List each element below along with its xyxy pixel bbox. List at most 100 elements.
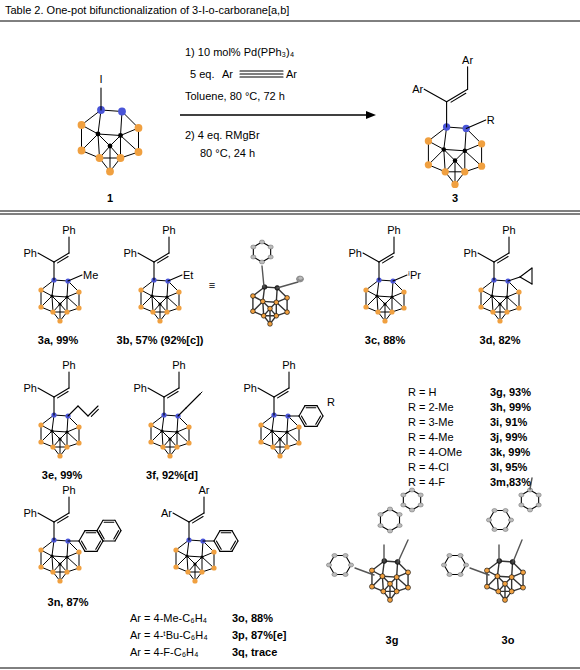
text-label: Ph xyxy=(62,484,75,497)
ortep-bond xyxy=(262,266,264,287)
cage-atom xyxy=(453,158,457,162)
cage-atom xyxy=(270,444,275,449)
text-label: R = 4-Me xyxy=(408,431,454,444)
cage-atom xyxy=(186,440,191,445)
ring-bond xyxy=(317,406,323,416)
cage-atom xyxy=(185,554,188,557)
bond-line xyxy=(240,76,283,77)
cage-atom xyxy=(148,422,153,427)
ring-bond xyxy=(216,541,221,549)
ring-bond xyxy=(231,541,236,549)
bond-line xyxy=(288,372,289,388)
ortep-atom xyxy=(397,513,402,517)
cage-atom xyxy=(157,318,162,323)
cage-atom xyxy=(274,300,279,305)
bond-line xyxy=(68,237,69,253)
cage-edge xyxy=(492,296,500,304)
ortep-atom xyxy=(409,508,414,512)
bond-line xyxy=(203,540,214,541)
cage-atom xyxy=(176,305,181,310)
text-label: ⁱPr xyxy=(408,269,421,282)
cage-atom xyxy=(285,430,288,433)
cage-edge xyxy=(152,296,167,297)
text-label: Ar xyxy=(462,54,473,67)
text-label: 3m,83% xyxy=(490,476,531,489)
ortep-atom xyxy=(259,240,264,244)
cage-atom xyxy=(150,309,155,314)
text-label: Ar xyxy=(161,507,172,520)
cage-edge xyxy=(52,431,60,439)
bond-line xyxy=(493,262,494,280)
ring-bond xyxy=(99,531,104,539)
ortep-atom xyxy=(458,553,463,557)
bond-line xyxy=(148,388,164,397)
bond-line xyxy=(68,540,79,541)
cage-edge xyxy=(444,149,455,160)
ring-bond xyxy=(86,532,96,533)
mid-rule xyxy=(0,214,580,215)
cage-atom xyxy=(503,597,508,602)
text-label: Ph xyxy=(24,247,37,260)
text-label: Ph xyxy=(62,359,75,372)
cage-atom xyxy=(498,302,501,305)
cage-atom xyxy=(284,444,289,449)
ortep-atom xyxy=(268,245,273,249)
cage-atom xyxy=(496,589,501,594)
bond-line xyxy=(158,257,169,263)
cage-atom xyxy=(390,295,393,298)
text-label: 3o xyxy=(502,634,515,647)
cage-edge xyxy=(187,556,195,564)
cage-atom xyxy=(58,562,61,565)
cage-atom xyxy=(516,289,521,294)
bond-line xyxy=(178,372,179,388)
bond-line xyxy=(478,253,494,262)
cage-atom xyxy=(251,294,256,299)
text-label: 3e, 99% xyxy=(42,469,82,482)
bond-line xyxy=(498,257,509,263)
cage-atom xyxy=(76,289,81,294)
cage-atom xyxy=(78,121,86,129)
cage-atom xyxy=(106,168,114,176)
ortep-atom xyxy=(508,518,513,522)
text-label: 3h, 99% xyxy=(490,401,531,414)
bond-line xyxy=(451,93,466,102)
cage-atom xyxy=(118,108,126,116)
cage-atom xyxy=(175,430,178,433)
cage-atom xyxy=(38,439,43,444)
cage-atom xyxy=(516,305,521,310)
bond-line xyxy=(153,262,154,280)
cage-atom xyxy=(490,294,493,297)
cage-atom xyxy=(258,439,263,444)
cage-atom xyxy=(484,568,489,573)
bond-line xyxy=(53,522,54,540)
cage-atom xyxy=(211,565,216,570)
ring-bond xyxy=(232,531,238,541)
bond-line xyxy=(189,513,204,522)
ortep-atom xyxy=(343,573,348,577)
text-label: 3q, trace xyxy=(232,646,277,659)
cage-edge xyxy=(52,296,67,297)
cage-atom xyxy=(165,295,168,298)
text-label: 3l, 95% xyxy=(490,461,527,474)
cage-atom xyxy=(138,287,143,292)
bond-line xyxy=(278,392,289,398)
cage-atom xyxy=(38,287,43,292)
cage-atom xyxy=(451,181,458,188)
bond-line xyxy=(240,73,283,74)
text-label: Ar xyxy=(222,68,233,81)
cage-atom xyxy=(185,569,190,574)
text-label: 3g, 93% xyxy=(490,386,531,399)
text-label: 3j, 99% xyxy=(490,431,527,444)
ring-bond xyxy=(85,530,97,531)
ortep-atom xyxy=(441,563,446,567)
ring-bond xyxy=(103,520,115,521)
cage-atom xyxy=(296,440,301,445)
text-label: Ar xyxy=(199,484,210,497)
ring-bond xyxy=(316,416,321,424)
ortep-atom xyxy=(378,524,383,528)
text-label: 3g xyxy=(386,634,399,647)
cage-edge xyxy=(492,296,507,297)
text-label: Ph xyxy=(502,224,515,237)
cage-atom xyxy=(96,132,101,137)
text-label: Ph xyxy=(282,359,295,372)
